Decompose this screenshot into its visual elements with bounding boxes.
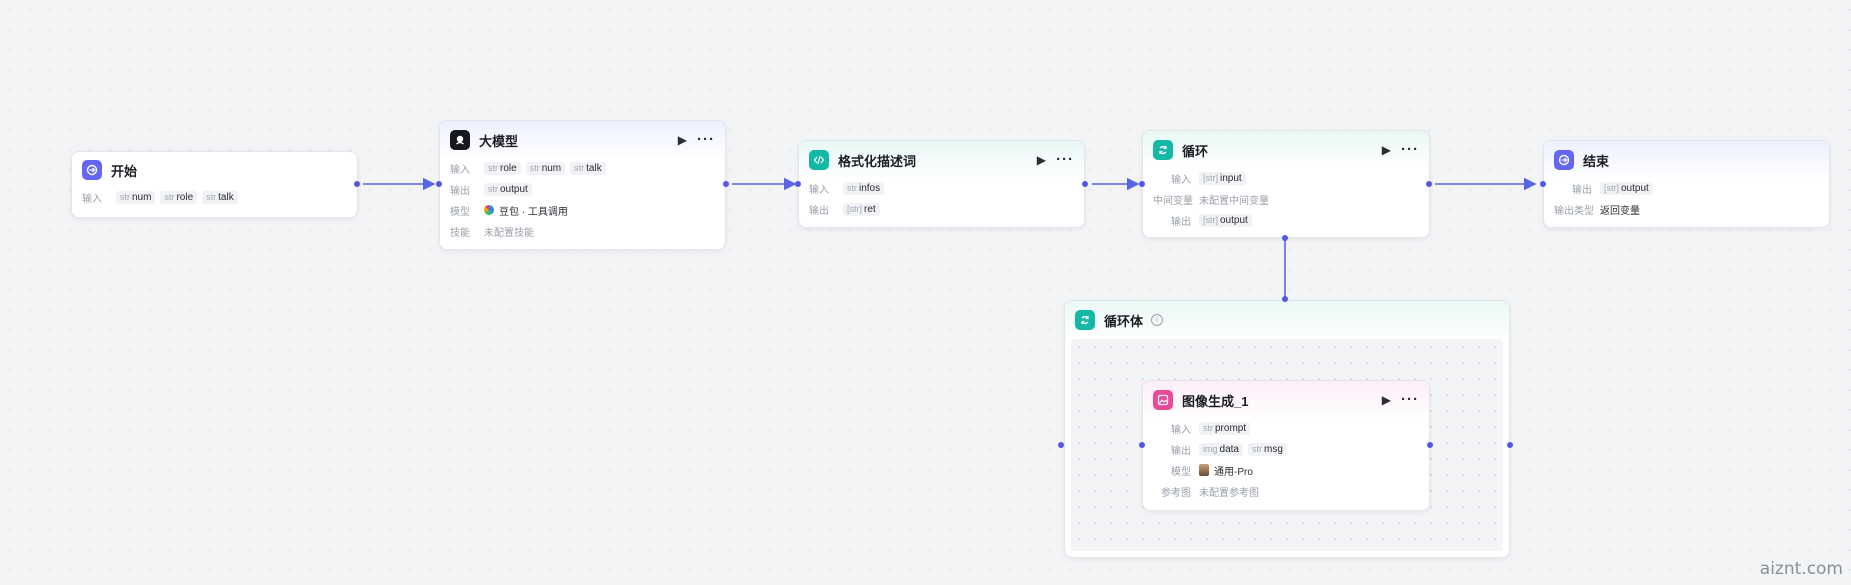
input-label: 输入 xyxy=(1171,174,1191,186)
more-options-button[interactable]: ··· xyxy=(1401,391,1419,408)
llm-input-port[interactable] xyxy=(436,181,442,187)
reference-label: 参考图 xyxy=(1161,487,1191,499)
format-output-port[interactable] xyxy=(1082,181,1088,187)
start-output-port[interactable] xyxy=(354,181,360,187)
model-label: 模型 xyxy=(1171,466,1191,478)
info-icon[interactable]: i xyxy=(1151,314,1164,326)
input-label: 输入 xyxy=(1171,424,1191,436)
llm-output-port[interactable] xyxy=(723,181,729,187)
end-icon xyxy=(1554,150,1574,170)
run-button[interactable]: ▶ xyxy=(1381,143,1391,157)
format-input-port[interactable] xyxy=(795,181,801,187)
node-title: 开始 xyxy=(111,163,138,179)
input-label: 输入 xyxy=(82,193,102,205)
image-icon xyxy=(1153,390,1173,410)
loop-body-left-port[interactable] xyxy=(1058,442,1064,448)
model-label: 模型 xyxy=(450,206,470,218)
loop-body-port[interactable] xyxy=(1282,235,1288,241)
input-label: 输入 xyxy=(450,164,470,176)
watermark: aiznt.com xyxy=(1759,559,1843,579)
reference-value: 未配置参考图 xyxy=(1199,487,1259,499)
model-value: 通用-Pro xyxy=(1214,466,1253,478)
end-node[interactable]: 结束 输出 [str]output 输出类型 返回变量 xyxy=(1543,140,1830,228)
model-value: 豆包 · 工具调用 xyxy=(499,206,568,218)
loop-icon xyxy=(1153,140,1173,160)
doubao-model-icon xyxy=(484,205,494,215)
input-label: 输入 xyxy=(809,184,829,196)
variable-tag: [str]input xyxy=(1199,171,1246,185)
skill-value: 未配置技能 xyxy=(484,227,534,239)
loop-icon xyxy=(1075,310,1095,330)
output-label: 输出 xyxy=(1572,184,1592,196)
node-title: 循环体 xyxy=(1104,313,1144,329)
model-thumbnail-icon xyxy=(1199,464,1209,476)
end-input-port[interactable] xyxy=(1540,181,1546,187)
image-gen-output-port[interactable] xyxy=(1427,442,1433,448)
loop-input-port[interactable] xyxy=(1139,181,1145,187)
loop-node[interactable]: 循环 ▶ ··· 输入 [str]input 中间变量 未配置中间变量 输出 [… xyxy=(1142,130,1430,238)
run-button[interactable]: ▶ xyxy=(1381,393,1391,407)
output-label: 输出 xyxy=(1171,445,1191,457)
more-options-button[interactable]: ··· xyxy=(697,131,715,148)
loop-body-top-port[interactable] xyxy=(1282,296,1288,302)
more-options-button[interactable]: ··· xyxy=(1056,151,1074,168)
skill-label: 技能 xyxy=(450,227,470,239)
node-title: 格式化描述词 xyxy=(838,153,917,169)
output-label: 输出 xyxy=(450,185,470,197)
node-title: 结束 xyxy=(1583,153,1610,169)
variable-tag: [str]output xyxy=(1199,213,1252,227)
output-label: 输出 xyxy=(1171,216,1191,228)
output-label: 输出 xyxy=(809,205,829,217)
more-options-button[interactable]: ··· xyxy=(1401,141,1419,158)
start-icon xyxy=(82,160,102,180)
loop-output-port[interactable] xyxy=(1426,181,1432,187)
node-title: 大模型 xyxy=(479,133,519,149)
midvar-value: 未配置中间变量 xyxy=(1199,195,1269,207)
run-button[interactable]: ▶ xyxy=(1036,153,1046,167)
output-type-value: 返回变量 xyxy=(1600,205,1640,217)
image-gen-input-port[interactable] xyxy=(1139,442,1145,448)
loop-body-right-port[interactable] xyxy=(1507,442,1513,448)
variable-tag: [str]output xyxy=(1600,181,1653,195)
llm-icon xyxy=(450,130,470,150)
variable-tag: [str]ret xyxy=(843,202,880,216)
code-icon xyxy=(809,150,829,170)
midvar-label: 中间变量 xyxy=(1153,195,1193,207)
node-title: 图像生成_1 xyxy=(1182,393,1249,409)
run-button[interactable]: ▶ xyxy=(677,133,687,147)
output-type-label: 输出类型 xyxy=(1554,205,1594,217)
node-title: 循环 xyxy=(1182,143,1209,159)
